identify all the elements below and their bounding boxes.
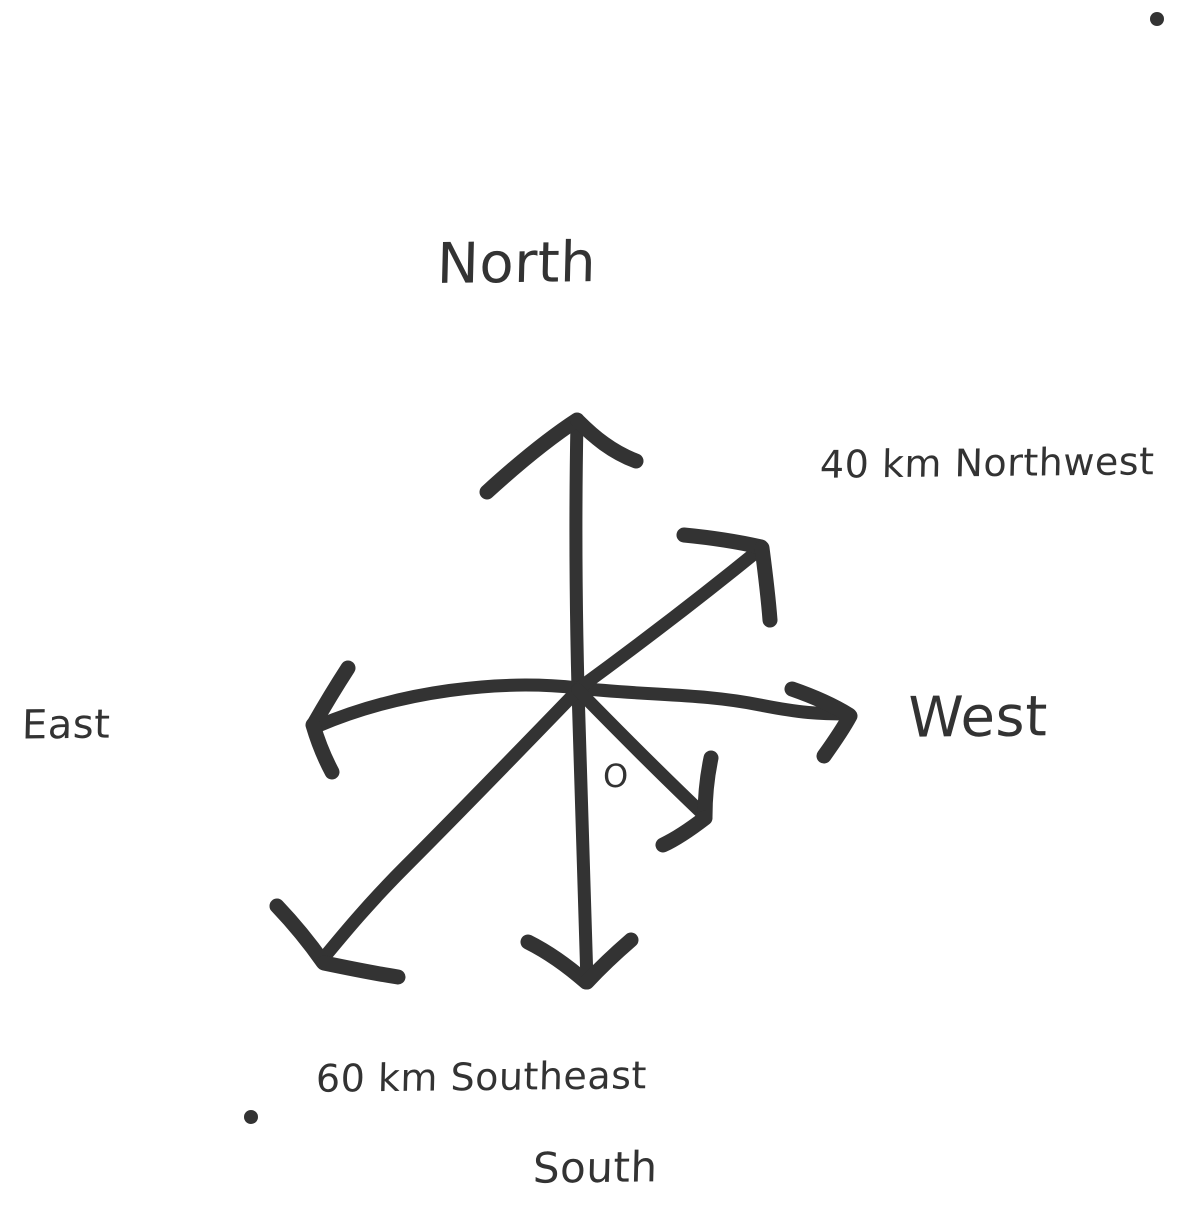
label-northwest-vector-text: 40 km Northwest [819,439,1156,487]
southeast-vector-line [315,683,585,967]
west-arrowhead-barb-lower [816,708,858,764]
label-west: West [907,684,1049,751]
southeast-short-arrowhead-barb-up [697,750,719,825]
south-arrowhead-barb-left [520,934,594,990]
label-origin: O [602,756,630,796]
arrowheads-group [269,412,858,990]
label-east: East [21,701,111,749]
label-southeast-vector-text: 60 km Southeast [315,1053,648,1101]
label-east-text: East [21,701,111,749]
east-arrowhead-barb-lower [305,717,340,780]
southeast-arrowhead-barb-right [316,955,406,985]
northwest-arrowhead-barb-left [676,527,769,555]
label-northwest-vector: 40 km Northwest [819,439,1156,487]
south-arrowhead-barb-right [579,932,639,990]
label-west-text: West [907,684,1049,751]
label-north: North [436,230,597,297]
label-north-text: North [436,230,597,297]
east-arrowhead-barb-upper [306,660,356,732]
southeast-arrowhead-barb-upper [269,898,331,970]
northwest-vector-line [571,542,767,696]
label-southeast-vector: 60 km Southeast [315,1053,648,1101]
stray-dot-top-right [1150,12,1164,26]
east-west-axis-line [311,678,855,733]
north-arrowhead-barb-left [479,412,585,500]
label-south: South [532,1142,659,1193]
stray-dot-bottom-left [244,1110,258,1124]
label-origin-text: O [602,756,630,796]
southeast-short-vector-line [571,683,712,823]
northwest-arrowhead-barb-down [754,540,778,628]
north-arrowhead-barb-right [570,413,644,469]
label-south-text: South [532,1142,659,1193]
vector-strokes-group [311,414,855,989]
southeast-short-arrowhead-barb-left [655,810,713,853]
